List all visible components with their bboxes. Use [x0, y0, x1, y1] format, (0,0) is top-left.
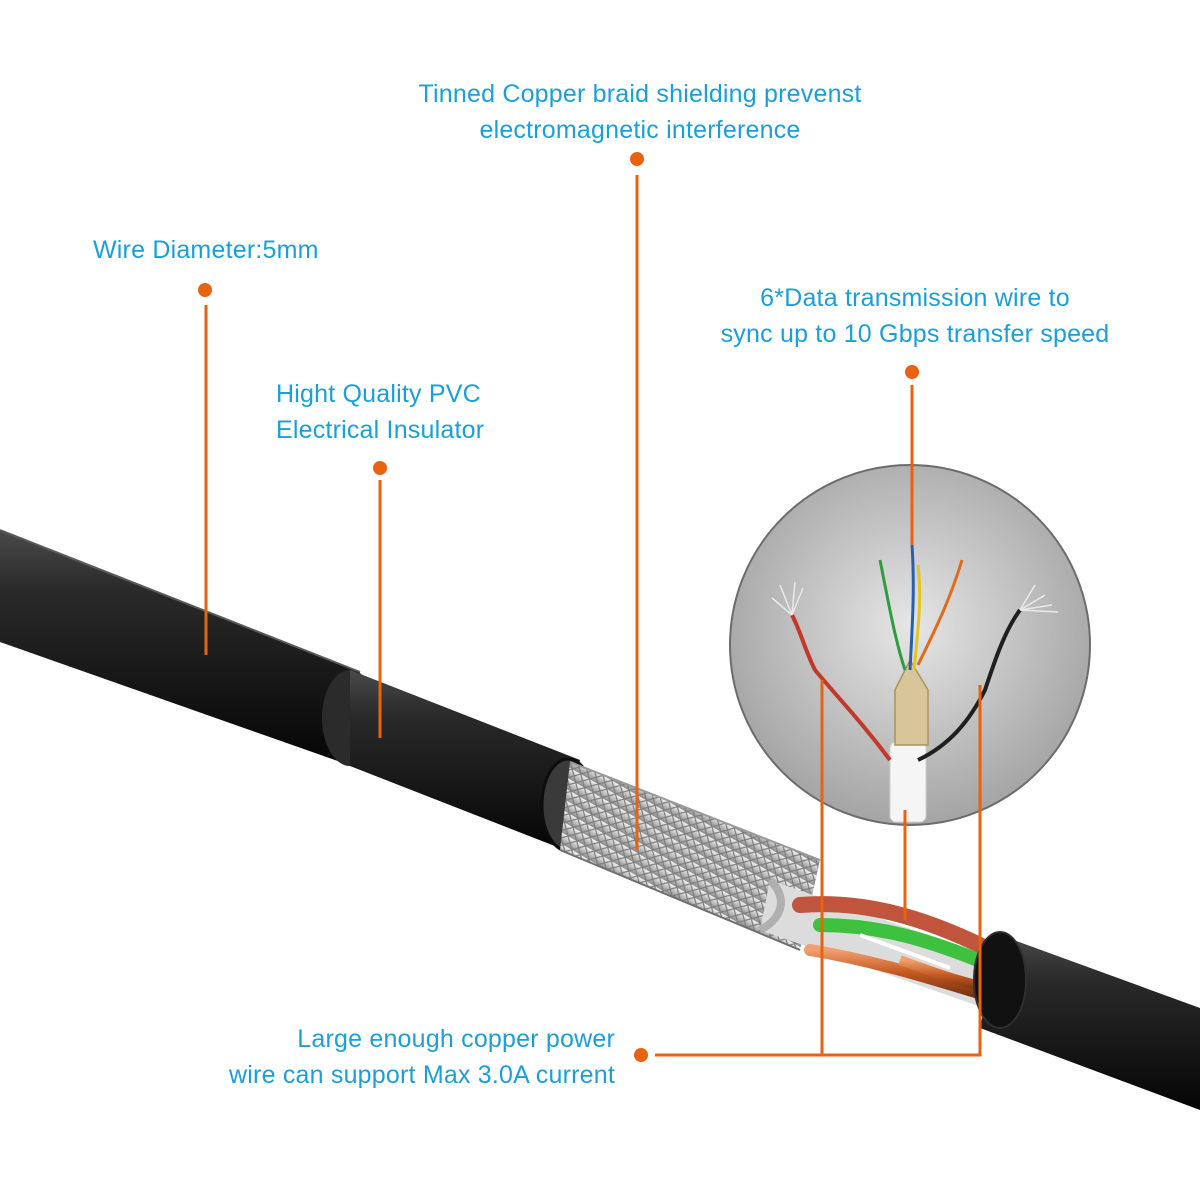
callout-dot-insulator — [373, 461, 387, 475]
power-wire-callout-line1: Large enough copper power — [297, 1025, 615, 1053]
cable-outer-jacket — [0, 529, 361, 766]
callout-dot-braid — [630, 152, 644, 166]
cross-section-view — [729, 464, 1091, 826]
braid-callout-line1: Tinned Copper braid shielding prevenst — [418, 80, 862, 108]
cable-insulator-layer — [322, 670, 596, 853]
callout-dots — [198, 152, 919, 1062]
callout-dot-diameter — [198, 283, 212, 297]
callout-lines — [204, 175, 982, 1057]
data-wire-callout-label: 6*Data transmission wire to sync up to 1… — [690, 280, 1140, 352]
braid-callout-label: Tinned Copper braid shielding prevenst e… — [380, 76, 900, 148]
diameter-callout-line1: Wire Diameter:5mm — [93, 236, 319, 264]
data-wire-callout-line1: 6*Data transmission wire to — [760, 284, 1070, 312]
cable-right-jacket — [973, 931, 1200, 1110]
data-wire-callout-line2: sync up to 10 Gbps transfer speed — [720, 320, 1110, 348]
callout-dot-power-wire — [634, 1048, 648, 1062]
power-wire-callout-line2: wire can support Max 3.0A current — [229, 1061, 615, 1089]
diameter-callout-label: Wire Diameter:5mm — [93, 232, 319, 268]
power-wire-callout-label: Large enough copper power wire can suppo… — [150, 1021, 615, 1093]
insulator-callout-line2: Electrical Insulator — [276, 416, 485, 444]
insulator-callout-label: Hight Quality PVC Electrical Insulator — [276, 376, 484, 448]
insulator-callout-line1: Hight Quality PVC — [276, 380, 481, 408]
callout-dot-data-wire — [905, 365, 919, 379]
cable-braid-shield — [559, 761, 821, 951]
braid-callout-line2: electromagnetic interference — [479, 116, 801, 144]
